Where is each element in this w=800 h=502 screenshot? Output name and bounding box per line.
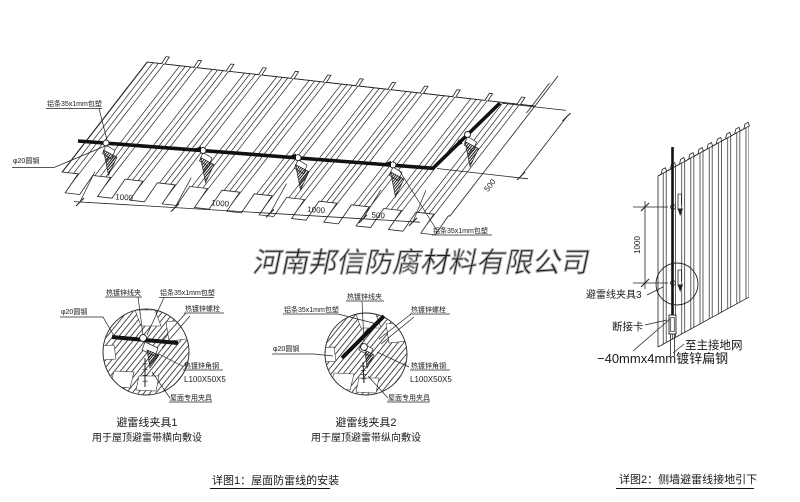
clamp2-title: 避雷线夹具2 (335, 415, 396, 429)
disconnect-card-inner (670, 317, 675, 332)
detail1-caption: 详图1：屋面防雷线的安装 (212, 473, 339, 487)
c1-angle-steel-label: 热镀锌角钢 (184, 361, 219, 370)
c1-angle-spec-label: L100X50X5 (184, 375, 226, 384)
c1-rod-label: φ20圆钢 (61, 307, 87, 316)
wall-flat-steel-label: −40mmx4mm镀锌扁钢 (597, 351, 728, 366)
c2-angle-steel-label: 热镀锌角钢 (411, 361, 446, 370)
roof-clamp-icon (294, 154, 310, 191)
conductor-arrow-icon (383, 161, 391, 167)
wall-disconnect-label: 断接卡 (612, 320, 644, 333)
clamp-bead (139, 334, 147, 342)
roof-rod-label: φ20圆钢 (13, 156, 39, 165)
c1-roof-fixture-label: 屋面专用夹具 (170, 393, 212, 402)
clamp2-labels: 热镀锌线夹 铝条35x1mm包塑 φ20圆钢 热镀锌螺栓 热镀锌角钢 L100X… (272, 292, 452, 444)
wall-detail-circle (655, 262, 699, 306)
detail-circle-outline (102, 308, 190, 396)
clamp2-subtitle: 用于屋顶避雷带纵向敷设 (311, 431, 421, 444)
roof-dimensions (73, 75, 568, 223)
clamp1-subtitle: 用于屋顶避雷带横向敷设 (92, 431, 202, 444)
roof-dim-1000-c: 1000 (307, 205, 326, 215)
roof-dim-500: 500 (371, 211, 385, 221)
detail2-caption: 详图2：侧墙避雷线接地引下 (619, 472, 757, 486)
wall-sheet (658, 126, 749, 347)
clamp1-labels: 热镀锌线夹 铝条35x1mm包塑 热镀锌螺栓 φ20圆钢 热镀锌角钢 L100X… (60, 288, 226, 444)
c1-bolt-label: 热镀锌螺栓 (185, 304, 220, 313)
detail-circle-clamp1 (102, 308, 190, 396)
wall-clamp3-label: 避雷线夹具3 (586, 288, 642, 301)
c2-rod-label: φ20圆钢 (273, 344, 299, 353)
wall-dim-1000: 1000 (633, 236, 642, 254)
watermark: 河南邦信防腐材料有限公司 (250, 246, 594, 279)
c1-wire-clip-label: 热镀锌线夹 (106, 288, 141, 297)
c2-roof-fixture-label: 屋面专用夹具 (388, 393, 430, 402)
detail-conductor (340, 314, 386, 360)
roof-clamp-icon (199, 147, 215, 184)
clamp-bead (360, 343, 368, 351)
c2-wire-clip-label: 热镀锌线夹 (347, 292, 382, 301)
roof-sheet-outline (61, 61, 536, 236)
watermark-text: 河南邦信防腐材料有限公司 (251, 246, 594, 278)
wall-conductor-group (655, 147, 699, 356)
roof-dim-1000-b: 1000 (211, 198, 230, 208)
roof-clamp-icon (463, 131, 479, 168)
roof-top-profile (146, 56, 536, 107)
roof-dim-diag-500: 500 (482, 177, 498, 193)
wall-to-ground-label: 至主接地网 (685, 339, 743, 352)
wall-isometric-view (657, 121, 750, 348)
conductor-arrow-icon (193, 146, 201, 152)
c2-angle-spec-label: L100X50X5 (410, 375, 452, 384)
roof-clamp-icon (102, 139, 118, 177)
c1-strip-label: 铝条35x1mm包塑 (160, 288, 215, 297)
c2-strip-label: 铝条35x1mm包塑 (284, 305, 339, 314)
roof-strip-label-top: 铝条35x1mm包塑 (47, 99, 102, 108)
conductor-arrow-icon (455, 139, 463, 147)
roof-dim-1000-a: 1000 (115, 192, 134, 202)
disconnect-card-symbol (668, 314, 677, 335)
roof-isometric-view (61, 56, 571, 236)
clamp1-title: 避雷线夹具1 (116, 415, 177, 429)
roof-strip-label-bottom: 铝条35x1mm包塑 (433, 226, 488, 235)
detail-circle-clamp2 (324, 312, 408, 396)
c2-bolt-label: 热镀锌螺栓 (411, 305, 446, 314)
roof-clamps-layer (102, 131, 479, 199)
conductor-arrow-icon (288, 153, 296, 160)
detail-circle-outline (324, 312, 408, 396)
wall-dims: 1000 (633, 201, 668, 289)
wall-labels: 避雷线夹具3 断接卡 至主接地网 −40mmx4mm镀锌扁钢 详图2：侧墙避雷线… (586, 286, 757, 489)
